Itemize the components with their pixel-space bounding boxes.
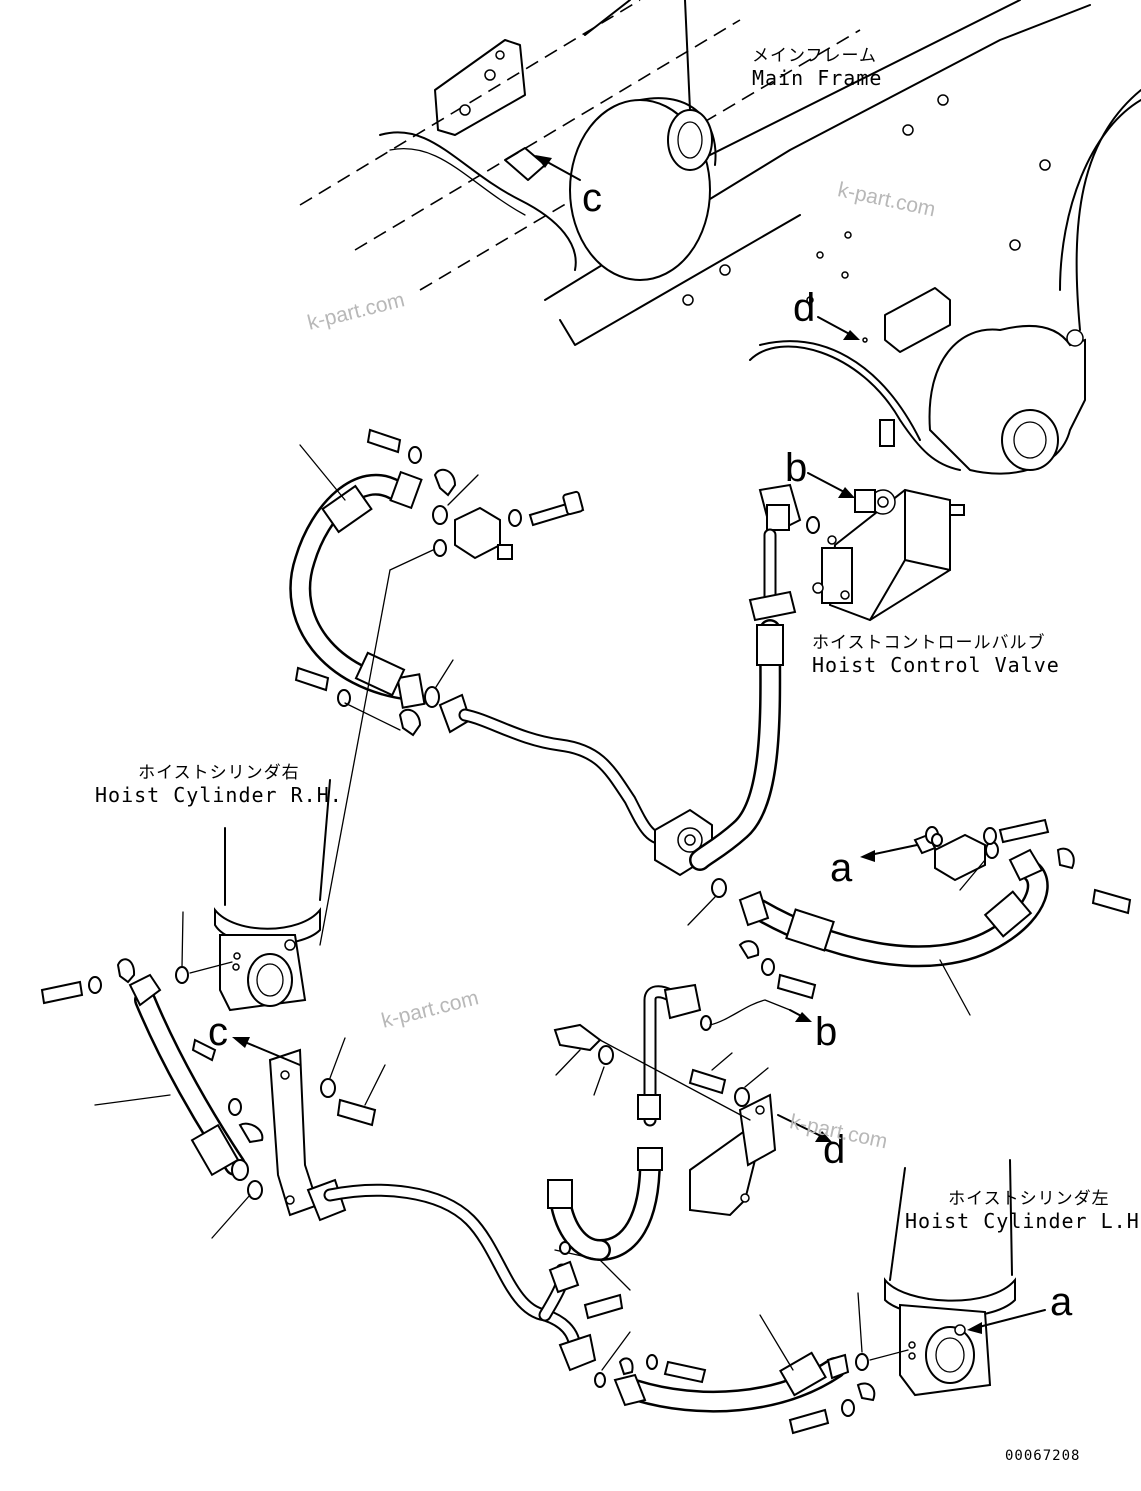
rh-steel-tube (458, 708, 713, 877)
hoist-cylinder-lh (855, 1159, 1016, 1397)
hoist-cylinder-lh-label: ホイストシリンダ左 Hoist Cylinder L.H. (905, 1188, 1141, 1232)
callout-arrows (232, 155, 1046, 1334)
hoist-cylinder-rh-label-jp: ホイストシリンダ右 (138, 763, 300, 783)
hoist-cylinder-rh-label: ホイストシリンダ右 Hoist Cylinder R.H. (95, 762, 343, 806)
callout-d-top: d (793, 286, 816, 330)
callout-a-middle: a (830, 846, 853, 890)
hoist-cylinder-rh-label-en: Hoist Cylinder R.H. (95, 783, 343, 807)
hoist-control-valve-label-jp: ホイストコントロールバルブ (812, 633, 1046, 653)
lh-middle-hose (687, 818, 1132, 1016)
upper-rh-hose-assembly (289, 428, 585, 946)
hoist-cylinder-lh-label-jp: ホイストシリンダ左 (948, 1189, 1110, 1209)
hoist-cylinder-lh-label-en: Hoist Cylinder L.H. (905, 1209, 1141, 1233)
drawing-number: 00067208 (1005, 1448, 1081, 1464)
center-tube-and-bracket (547, 983, 791, 1320)
callout-d-bottom: d (823, 1128, 846, 1172)
callout-c-top: c (582, 176, 602, 220)
main-frame-label: メインフレーム Main Frame (752, 45, 882, 89)
callout-b-bottom: b (815, 1010, 838, 1054)
hoist-control-valve-label: ホイストコントロールバルブ Hoist Control Valve (812, 632, 1060, 676)
callout-b-top: b (785, 446, 808, 490)
hoist-cylinder-rh (175, 779, 331, 1012)
lh-cylinder-hose (594, 1314, 876, 1435)
main-frame-label-jp: メインフレーム (752, 46, 877, 66)
hoist-control-valve-label-en: Hoist Control Valve (812, 653, 1060, 677)
hoist-control-valve (689, 483, 965, 871)
lower-bracket-and-tube (268, 1037, 597, 1372)
callout-c-bottom: c (208, 1010, 228, 1054)
main-frame (299, 0, 1141, 475)
rh-cylinder-hose (40, 958, 264, 1239)
callout-a-bottom: a (1050, 1280, 1073, 1324)
main-frame-label-en: Main Frame (752, 66, 883, 90)
